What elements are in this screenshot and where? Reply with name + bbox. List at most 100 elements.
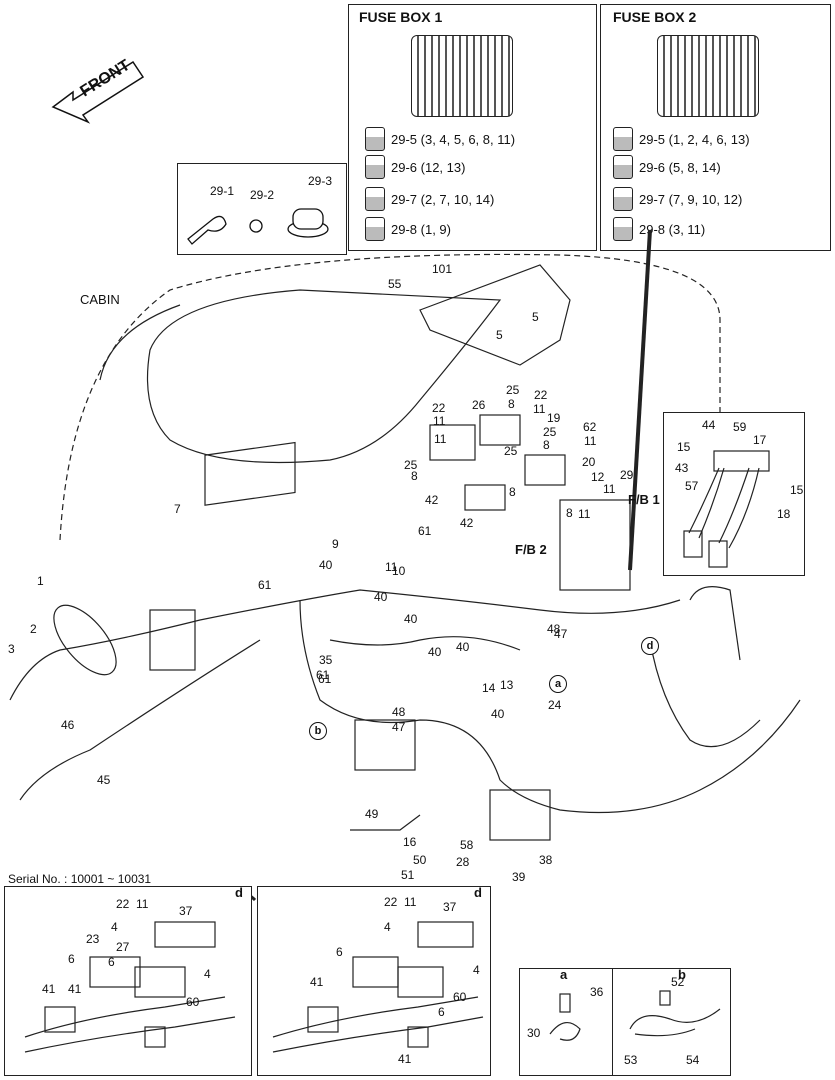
callout-number: 61 — [258, 578, 272, 592]
callout-number: 48 — [392, 705, 406, 719]
callout-number: 11 — [533, 402, 546, 416]
fuse-row-text: 29-6 (5, 8, 14) — [639, 159, 721, 175]
callout-number: 6 — [68, 952, 75, 966]
callout-number: 11 — [584, 434, 597, 448]
fuse-icon — [613, 187, 633, 211]
callout-number: 4 — [111, 920, 118, 934]
callout-number: 45 — [97, 773, 111, 787]
fuse-icon — [613, 127, 633, 151]
callout-number: 47 — [554, 627, 568, 641]
fuse-icon — [365, 217, 385, 241]
callout-number: 39 — [512, 870, 526, 884]
callout-number: 3 — [8, 642, 15, 656]
callout-number: 11 — [603, 482, 616, 496]
callout-number: 60 — [453, 990, 467, 1004]
callout-number: 37 — [179, 904, 193, 918]
callout-number: 8 — [566, 506, 573, 520]
callout-number: 62 — [583, 420, 597, 434]
callout-number: 35 — [319, 653, 333, 667]
callout-number: 5 — [532, 310, 539, 324]
connector-detail-panel — [663, 412, 805, 576]
callout-number: 11 — [136, 897, 149, 911]
callout-number: 42 — [460, 516, 474, 530]
callout-number: 40 — [404, 612, 418, 626]
callout-number: 14 — [482, 681, 496, 695]
circled-ref-a: a — [549, 675, 567, 693]
callout-number: 48 — [547, 622, 561, 636]
detail-d-right-panel: d — [257, 885, 491, 1076]
detail-b-label: b — [678, 967, 686, 982]
callout-number: 12 — [591, 470, 605, 484]
callout-number: 41 — [68, 982, 82, 996]
callout-number: 22 — [384, 895, 398, 909]
callout-number: 18 — [777, 507, 791, 521]
callout-number: 43 — [675, 461, 689, 475]
fuse-row-text: 29-5 (1, 2, 4, 6, 13) — [639, 131, 750, 147]
callout-number: 22 — [116, 897, 130, 911]
callout-number: 15 — [790, 483, 804, 497]
callout-number: 25 — [543, 425, 557, 439]
fuse-row-text: 29-7 (7, 9, 10, 12) — [639, 191, 743, 207]
callout-number: 61 — [318, 672, 332, 686]
fuse-box-1-callout: F/B 1 — [628, 492, 660, 507]
fuse-box-2-row: 29-7 (7, 9, 10, 12) — [613, 187, 742, 211]
callout-number: 22 — [432, 401, 446, 415]
callout-number: 9 — [332, 537, 339, 551]
fuse-box-1-row: 29-7 (2, 7, 10, 14) — [365, 187, 494, 211]
callout-number: 29 — [620, 468, 634, 482]
callout-number: 36 — [590, 985, 604, 999]
callout-number: 15 — [677, 440, 691, 454]
callout-number: 6 — [108, 955, 115, 969]
detail-d-right-label: d — [474, 885, 482, 900]
front-arrow-icon — [51, 60, 145, 124]
callout-number: 44 — [702, 418, 716, 432]
callout-number: 38 — [539, 853, 553, 867]
callout-number: 11 — [433, 414, 446, 428]
fuse-row-text: 29-5 (3, 4, 5, 6, 8, 11) — [391, 131, 516, 147]
fuse-row-text: 29-8 (3, 11) — [639, 221, 706, 237]
callout-number: 11 — [404, 895, 417, 909]
callout-number: 50 — [413, 853, 427, 867]
fuse-box-1-diagram — [411, 35, 513, 117]
callout-number: 1 — [37, 574, 44, 588]
fuse-row-text: 29-8 (1, 9) — [391, 221, 451, 237]
callout-number: 52 — [671, 975, 685, 989]
callout-number: 8 — [509, 485, 516, 499]
callout-number: 13 — [500, 678, 514, 692]
callout-number: 25 — [504, 444, 518, 458]
callout-number: 53 — [624, 1053, 638, 1067]
callout-number: 19 — [547, 411, 561, 425]
callout-number: 6 — [438, 1005, 445, 1019]
callout-number: 51 — [401, 868, 415, 882]
fuse-row-text: 29-7 (2, 7, 10, 14) — [391, 191, 495, 207]
callout-number: 40 — [428, 645, 442, 659]
callout-number: 8 — [508, 397, 515, 411]
fuse-row-text: 29-6 (12, 13) — [391, 159, 466, 175]
callout-number: 26 — [472, 398, 486, 412]
fuse-box-2-panel: FUSE BOX 2 29-5 (1, 2, 4, 6, 13) 29-6 (5… — [600, 4, 831, 251]
callout-number: 4 — [204, 967, 211, 981]
callout-number: 8 — [411, 469, 418, 483]
callout-number: 22 — [534, 388, 548, 402]
detail-divider — [612, 969, 613, 1075]
clip-label-3: 29-3 — [308, 174, 333, 188]
callout-number: 40 — [319, 558, 333, 572]
callout-number: 58 — [460, 838, 474, 852]
callout-number: 57 — [685, 479, 699, 493]
callout-number: 42 — [425, 493, 439, 507]
callout-number: 40 — [374, 590, 388, 604]
callout-number: 10 — [392, 564, 406, 578]
fuse-icon — [365, 187, 385, 211]
fuse-box-2-row: 29-6 (5, 8, 14) — [613, 155, 721, 179]
fuse-box-1-row: 29-5 (3, 4, 5, 6, 8, 11) — [365, 127, 515, 151]
callout-number: 101 — [432, 262, 453, 276]
fuse-icon — [365, 155, 385, 179]
callout-number: 40 — [491, 707, 505, 721]
clips-panel: 29-1 29-2 29-3 — [177, 163, 347, 255]
callout-number: 5 — [496, 328, 503, 342]
fuse-box-1-row: 29-6 (12, 13) — [365, 155, 465, 179]
cabin-label: CABIN — [80, 292, 120, 307]
callout-number: 61 — [316, 668, 330, 682]
fuse-box-2-callout: F/B 2 — [515, 542, 547, 557]
